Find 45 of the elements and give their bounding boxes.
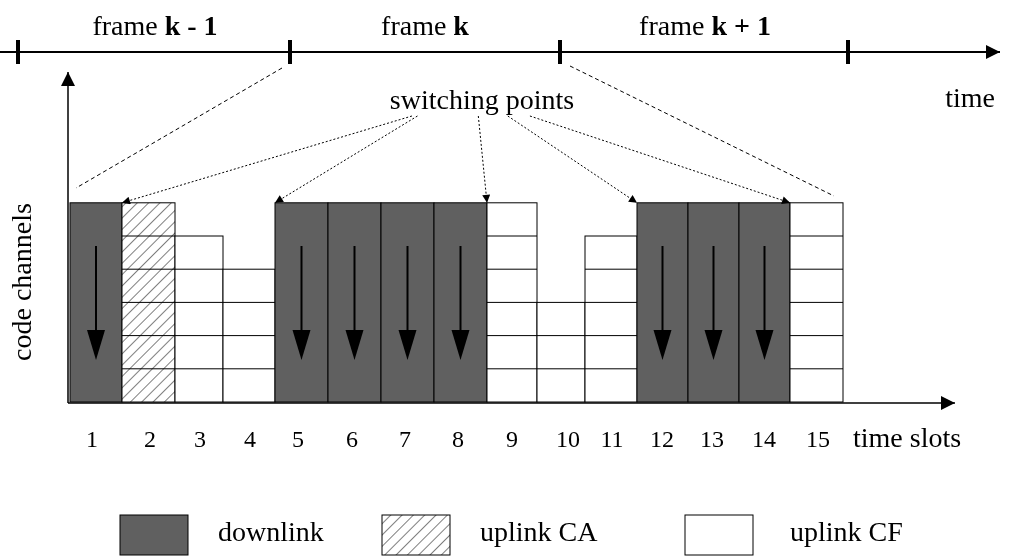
- legend-label: uplink CA: [480, 518, 598, 546]
- time-slot-bar: [536, 301, 586, 403]
- frame-label: frame k - 1: [92, 12, 218, 40]
- slot-number: 3: [194, 427, 206, 451]
- slot-number: 6: [346, 427, 358, 451]
- frame-label: frame k: [381, 12, 469, 40]
- annotation-text: switching points: [389, 86, 575, 114]
- slot-number: 12: [650, 427, 674, 451]
- slot-number: 13: [700, 427, 724, 451]
- time-slot-bar: [486, 202, 538, 403]
- time-slot-bar: [433, 202, 488, 403]
- slot-number: 1: [86, 427, 98, 451]
- axis-label: code channels: [8, 203, 36, 361]
- leader-arrow: [507, 115, 638, 204]
- time-slot-bar: [636, 202, 689, 403]
- slot-number: 11: [600, 427, 624, 451]
- legend-label: downlink: [218, 518, 324, 546]
- time-slot-bar: [222, 268, 276, 403]
- slot-number: 10: [556, 427, 580, 451]
- slot-number: 8: [452, 427, 464, 451]
- slot-number: 7: [399, 427, 411, 451]
- time-slot-bar: [327, 202, 382, 403]
- slot-number: 5: [292, 427, 304, 451]
- time-slot-bar: [174, 235, 224, 403]
- time-slot-bar: [687, 202, 740, 403]
- leader-arrow: [274, 115, 418, 204]
- time-slot-bar: [69, 202, 123, 403]
- slot-number: 2: [144, 427, 156, 451]
- time-slot-bar: [738, 202, 791, 403]
- time-slot-bar: [789, 202, 844, 403]
- leader-arrow: [121, 115, 413, 205]
- slot-number: 9: [506, 427, 518, 451]
- slot-number: 15: [806, 427, 830, 451]
- axis-label: time: [945, 84, 995, 112]
- frame-label: frame k + 1: [639, 12, 771, 40]
- time-slot-bar: [121, 202, 176, 403]
- time-slot-bar: [584, 235, 638, 403]
- time-slot-bar: [380, 202, 435, 403]
- leader-arrow: [529, 115, 791, 205]
- slot-number: 14: [752, 427, 776, 451]
- time-slot-bar: [274, 202, 329, 403]
- legend-label: uplink CF: [790, 518, 903, 546]
- slot-number: 4: [244, 427, 256, 451]
- axis-label: time slots: [853, 424, 962, 452]
- leader-arrow: [477, 115, 491, 204]
